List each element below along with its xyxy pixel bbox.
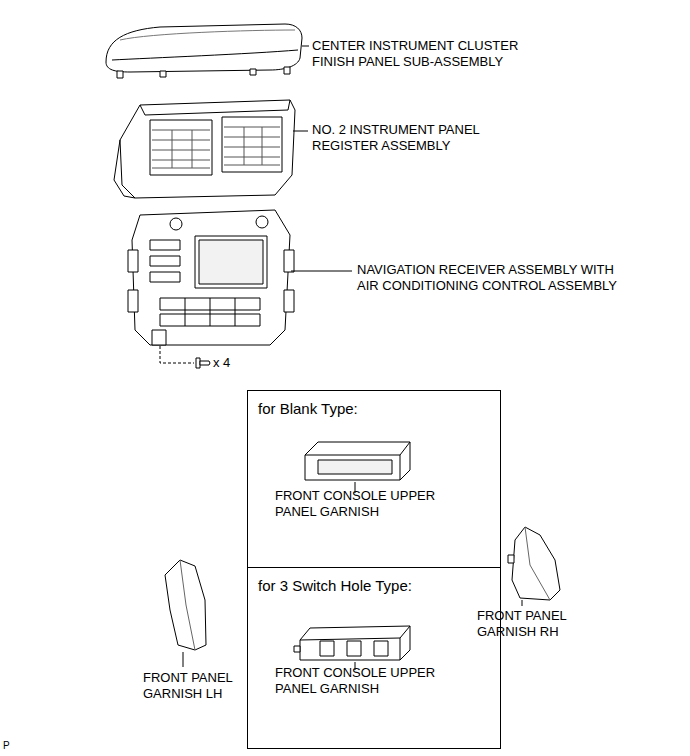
switch-garnish-drawing (320, 641, 334, 656)
leader-line (302, 46, 309, 47)
page-mark: P (3, 740, 10, 752)
register-drawing (140, 100, 290, 115)
navigation-receiver-drawing (284, 290, 294, 312)
screw-location-line (160, 346, 194, 363)
navigation-receiver-drawing (128, 250, 138, 272)
part-name: FRONT PANEL GARNISH RH (477, 608, 577, 640)
switch-garnish-drawing (347, 641, 361, 656)
part-name: FRONT PANEL GARNISH LH (143, 670, 243, 702)
register-drawing (172, 127, 262, 168)
finish-panel-drawing (106, 24, 302, 72)
part-name: FRONT CONSOLE UPPER PANEL GARNISH (275, 665, 455, 697)
finish-panel-drawing (120, 30, 295, 40)
switch-garnish-drawing (374, 641, 388, 656)
navigation-receiver-drawing (284, 250, 294, 272)
navigation-receiver-drawing (185, 298, 235, 326)
garnish-lh-drawing (165, 560, 206, 650)
register-drawing (152, 130, 210, 168)
finish-panel-drawing (112, 50, 298, 60)
finish-panel-drawing (117, 71, 123, 78)
part-name: CENTER INSTRUMENT CLUSTER FINISH PANEL S… (312, 38, 537, 70)
quantity-note: x 4 (213, 355, 230, 371)
leader-line (522, 600, 523, 606)
garnish-rh-drawing (508, 555, 514, 563)
navigation-receiver-drawing (195, 236, 267, 288)
finish-panel-drawing (284, 67, 290, 74)
screw-symbol (196, 358, 210, 368)
switch-garnish-drawing (294, 646, 300, 652)
register-drawing (114, 100, 295, 198)
navigation-receiver-drawing (152, 330, 166, 345)
variant-box: for 3 Switch Hole Type: FRONT CONSOLE UPP… (247, 567, 501, 749)
switch-garnish-drawing (294, 626, 410, 660)
switch-garnish-drawing (300, 626, 410, 660)
navigation-receiver-drawing (128, 290, 138, 312)
part-name: NO. 2 INSTRUMENT PANEL REGISTER ASSEMBLY (312, 122, 512, 154)
garnish-lh-drawing (165, 560, 206, 650)
navigation-receiver-drawing (199, 240, 263, 284)
leader-line (183, 652, 184, 667)
register-drawing (114, 140, 135, 198)
blank-garnish-drawing (318, 460, 392, 474)
variant-box: for Blank Type: FRONT CONSOLE UPPER PANEL… (247, 390, 501, 568)
navigation-receiver-drawing (132, 210, 290, 345)
register-drawing (222, 117, 282, 172)
leader-line (293, 131, 308, 132)
screw-symbol (196, 358, 200, 368)
part-name: NAVIGATION RECEIVER ASSEMBLY WITH AIR CO… (357, 262, 632, 294)
garnish-rh-drawing (512, 527, 560, 600)
navigation-receiver-drawing (128, 210, 294, 345)
finish-panel-drawing (106, 24, 302, 78)
part-name: FRONT CONSOLE UPPER PANEL GARNISH (275, 488, 455, 520)
variant-heading: for 3 Switch Hole Type: (258, 577, 412, 595)
blank-garnish-drawing (305, 442, 410, 480)
finish-panel-drawing (160, 71, 166, 77)
navigation-receiver-drawing (150, 240, 180, 250)
blank-garnish-drawing (305, 442, 410, 480)
switch-garnish-drawing (300, 626, 410, 660)
variant-heading: for Blank Type: (258, 400, 358, 418)
screw-symbol (200, 361, 210, 365)
garnish-rh-drawing (525, 527, 550, 600)
register-drawing (150, 120, 212, 175)
finish-panel-drawing (250, 69, 256, 75)
navigation-receiver-drawing (256, 216, 268, 228)
register-drawing (120, 100, 295, 198)
garnish-lh-drawing (180, 560, 195, 650)
blank-garnish-drawing (305, 442, 410, 480)
navigation-receiver-drawing (150, 256, 180, 266)
navigation-receiver-drawing (170, 218, 182, 230)
register-drawing (224, 127, 280, 165)
garnish-rh-drawing (508, 527, 560, 600)
navigation-receiver-drawing (150, 272, 180, 282)
leader-line (291, 271, 352, 272)
